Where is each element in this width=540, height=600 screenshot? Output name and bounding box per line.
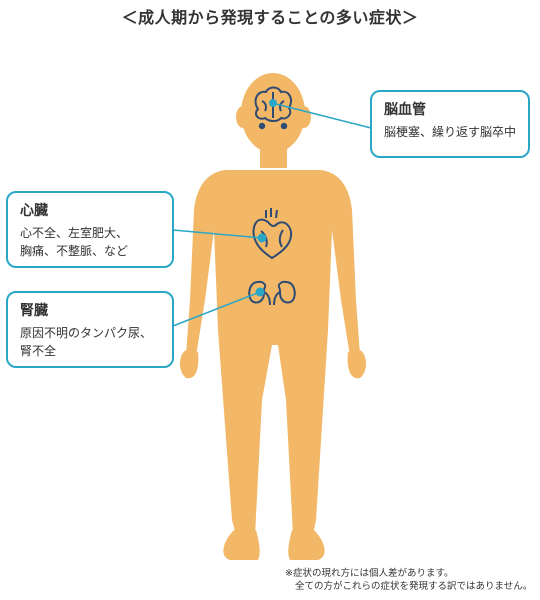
kidney-leader-line xyxy=(172,291,261,327)
callout-kidney-heading: 腎臓 xyxy=(20,303,48,319)
callout-heart: 心臓 心不全、左室肥大、 胸痛、不整脈、など xyxy=(6,191,174,268)
right-hand xyxy=(347,350,366,379)
footnote-line-1: ※症状の現れ方には個人差があります。 xyxy=(285,568,454,579)
callout-brain-body: 脳梗塞、繰り返す脳卒中 xyxy=(384,125,517,139)
callout-kidney-body: 原因不明のタンパク尿、 腎不全 xyxy=(20,326,153,358)
torso-arms-legs xyxy=(186,170,360,535)
body-silhouette xyxy=(180,73,366,560)
footnote: ※症状の現れ方には個人差があります。 全ての方がこれらの症状を発現する訳ではあり… xyxy=(285,567,535,593)
left-eye xyxy=(258,122,266,130)
callout-brain: 脳血管 脳梗塞、繰り返す脳卒中 xyxy=(370,90,530,158)
heart-leader-line xyxy=(172,229,263,239)
kidney-icon xyxy=(248,280,296,306)
heart-icon xyxy=(252,208,293,260)
right-foot xyxy=(288,530,325,560)
left-ear xyxy=(236,106,250,128)
right-eye xyxy=(280,122,288,130)
left-hand xyxy=(180,350,199,379)
callout-brain-heading: 脳血管 xyxy=(384,102,426,118)
callout-kidney: 腎臓 原因不明のタンパク尿、 腎不全 xyxy=(6,291,174,368)
brain-marker xyxy=(269,99,277,107)
footnote-line-2: 全ての方がこれらの症状を発現する訳ではありません。 xyxy=(295,581,533,592)
callout-heart-body: 心不全、左室肥大、 胸痛、不整脈、など xyxy=(20,226,129,258)
diagram-title: ＜成人期から発現することの多い症状＞ xyxy=(121,8,419,27)
neck xyxy=(260,146,287,168)
left-foot xyxy=(223,530,260,560)
brain-leader-line xyxy=(275,103,372,129)
callout-heart-heading: 心臓 xyxy=(20,203,48,219)
